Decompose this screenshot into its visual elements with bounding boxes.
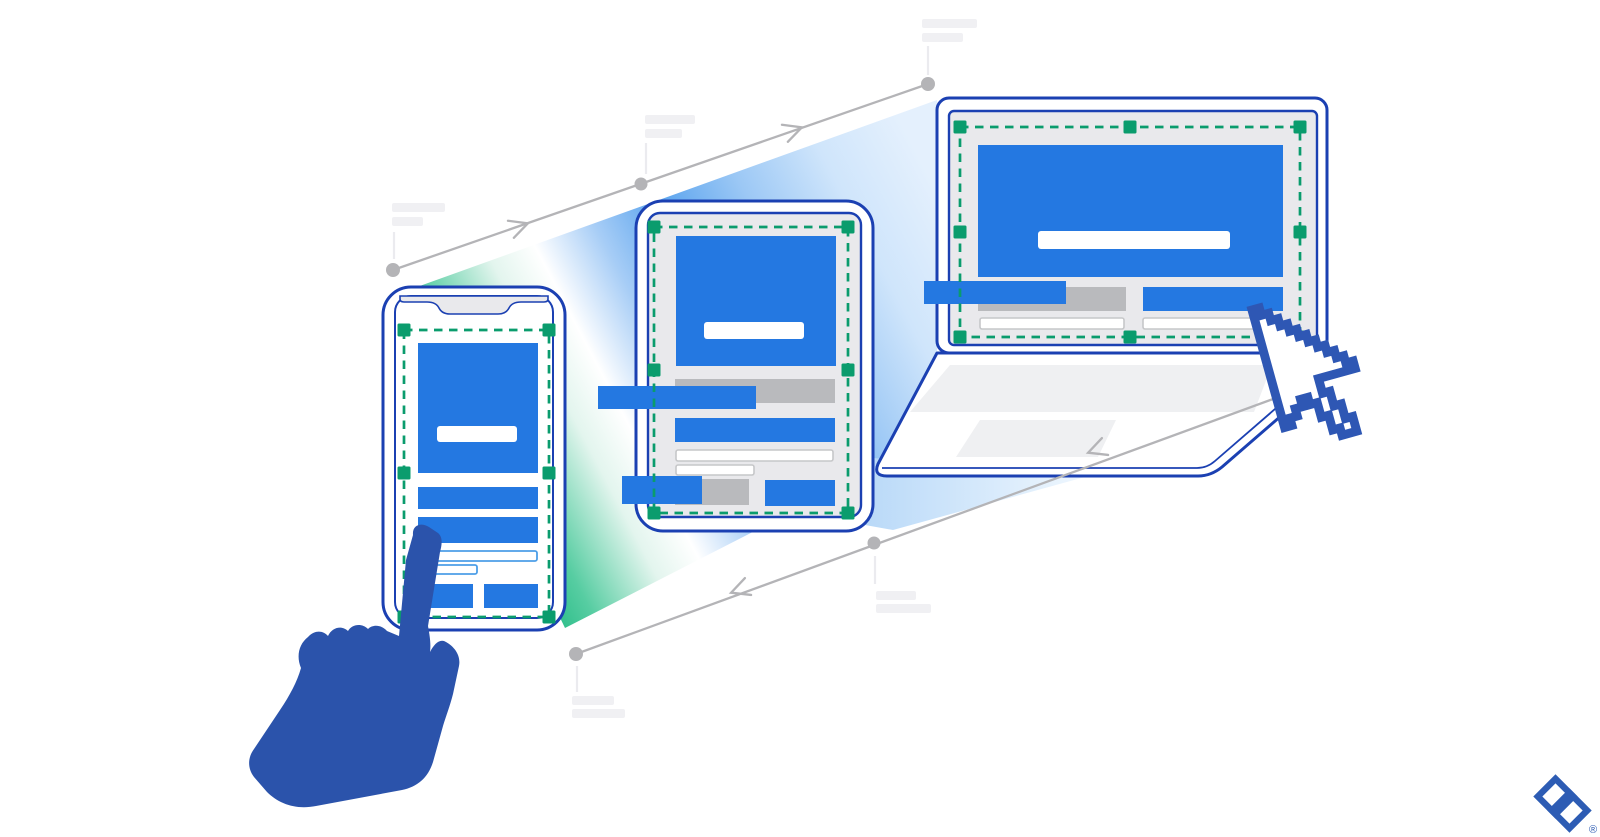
selection-handle — [1123, 120, 1137, 134]
flow-node-dot — [921, 77, 935, 91]
arrowhead-icon — [728, 576, 753, 597]
arrowhead-icon — [506, 219, 531, 239]
text-line-placeholder — [922, 33, 963, 42]
content-block-placeholder — [484, 584, 538, 608]
selection-handle — [841, 506, 855, 520]
selection-handle — [542, 323, 556, 337]
selection-handle — [647, 506, 661, 520]
selection-handle — [397, 323, 411, 337]
arrowhead-icon — [780, 123, 805, 143]
flow-node-dot — [867, 536, 881, 550]
dragged-content-block — [622, 476, 702, 504]
text-line-placeholder — [645, 129, 682, 138]
selection-handle — [647, 363, 661, 377]
flow-node-dot — [634, 177, 648, 191]
hero-block-placeholder — [418, 343, 538, 473]
text-line-placeholder — [572, 696, 614, 705]
upscale-flow-line — [392, 82, 929, 272]
button-placeholder — [437, 426, 517, 442]
content-block-placeholder — [765, 480, 835, 506]
dragged-content-block — [924, 281, 1066, 304]
input-field-placeholder — [979, 317, 1125, 330]
button-placeholder — [704, 322, 804, 339]
toptal-logo: ® — [1533, 774, 1597, 836]
hero-block-placeholder — [978, 145, 1283, 277]
input-field-placeholder — [675, 449, 834, 462]
selection-handle — [953, 225, 967, 239]
tablet-device — [598, 199, 875, 533]
laptop-base-lip-line — [882, 363, 1328, 469]
logo-square-top — [1533, 774, 1578, 819]
laptop-device — [875, 96, 1336, 478]
dragged-content-block — [598, 386, 756, 409]
selection-handle — [1293, 120, 1307, 134]
button-placeholder — [1038, 231, 1230, 249]
selection-handle — [542, 466, 556, 480]
text-line-placeholder — [922, 19, 977, 28]
selection-handle — [1123, 330, 1137, 344]
flow-node-dot — [386, 263, 400, 277]
content-block-placeholder — [418, 487, 538, 509]
text-line-placeholder — [876, 591, 916, 600]
hero-block-placeholder — [676, 236, 836, 366]
text-line-placeholder — [572, 709, 625, 718]
arrowhead-icon — [1085, 436, 1110, 457]
registered-trademark-symbol: ® — [1589, 824, 1597, 836]
trackpad — [956, 420, 1116, 457]
selection-handle — [953, 120, 967, 134]
text-line-placeholder — [645, 115, 695, 124]
text-line-placeholder — [392, 203, 445, 212]
selection-handle — [397, 466, 411, 480]
pixel-cursor-icon — [1246, 302, 1363, 441]
text-line-placeholder — [392, 217, 423, 226]
selection-handle — [841, 220, 855, 234]
pointing-hand-icon — [249, 524, 460, 808]
text-line-placeholder — [876, 604, 931, 613]
phone-notch — [399, 295, 549, 315]
selection-handle — [647, 220, 661, 234]
selection-handle — [542, 610, 556, 624]
flow-line-bottom — [569, 389, 1296, 718]
input-field-placeholder — [675, 464, 755, 476]
downscale-flow-line — [575, 389, 1296, 656]
content-block-placeholder — [675, 418, 835, 442]
selection-handle — [1293, 225, 1307, 239]
selection-handle — [841, 363, 855, 377]
flow-node-dot — [569, 647, 583, 661]
selection-handle — [953, 330, 967, 344]
logo-square-bottom — [1547, 788, 1592, 833]
flow-line-top — [386, 19, 977, 277]
keyboard-area — [910, 365, 1272, 412]
